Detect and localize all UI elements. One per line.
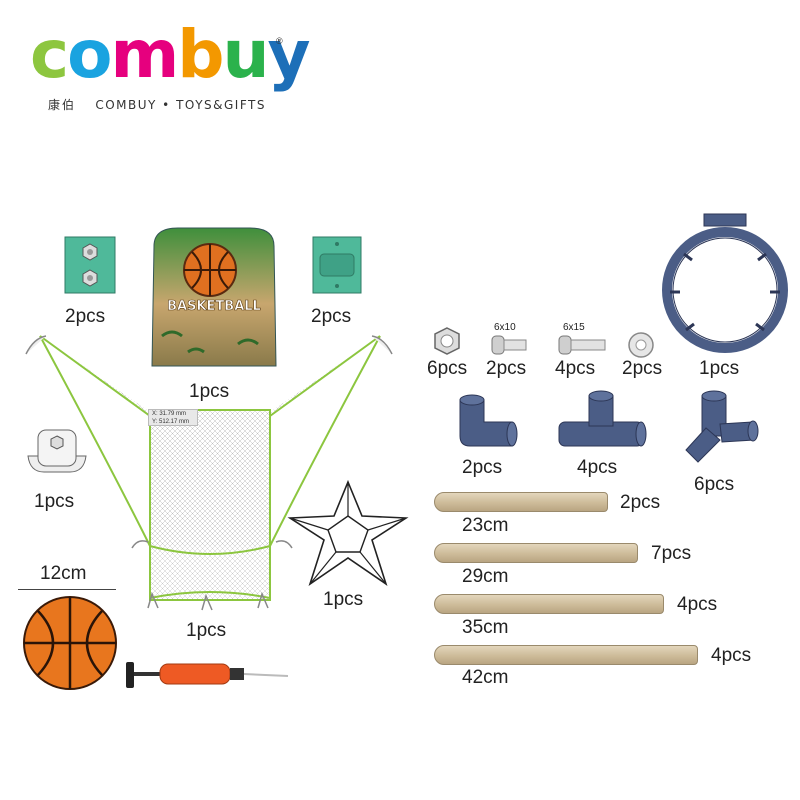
backboard-title: BASKETBALL — [167, 299, 261, 314]
bracket-right-qty: 2pcs — [311, 306, 352, 327]
hoop-qty: 1pcs — [699, 358, 740, 379]
rod-qty: 4pcs — [677, 594, 718, 615]
logo-letter-m: m — [110, 16, 179, 93]
star-net-qty: 1pcs — [323, 589, 364, 610]
rod-length: 42cm — [462, 667, 509, 688]
hex-nut-image — [434, 327, 460, 355]
net-clip-image — [27, 429, 87, 473]
screw1-size: 6x10 — [494, 322, 516, 333]
logo-letter-c: c — [30, 16, 69, 93]
rod-42cm — [434, 645, 698, 665]
rod-length: 29cm — [462, 566, 509, 587]
combuy-logo: combuy — [30, 22, 311, 88]
tee-connector-image — [558, 390, 647, 447]
net-coord-y: Y: 512.17 mm — [152, 419, 190, 425]
basketball-image — [23, 596, 117, 690]
net-coord-x: X: 31.79 mm — [152, 411, 187, 417]
backboard-image: BASKETBALL — [151, 227, 277, 367]
rod-23cm — [434, 492, 608, 512]
logo-letter-b: b — [177, 16, 224, 93]
backboard-qty: 1pcs — [189, 381, 230, 402]
wye-qty: 6pcs — [694, 474, 735, 495]
registered-mark: ® — [276, 36, 283, 46]
logo-chinese-name: 康伯 — [48, 98, 77, 112]
tee-qty: 4pcs — [577, 457, 618, 478]
bracket-left-qty: 2pcs — [65, 306, 106, 327]
rod-qty: 7pcs — [651, 543, 692, 564]
rod-35cm — [434, 594, 664, 614]
net-coordinate-tooltip: X: 31.79 mm Y: 512.17 mm — [148, 409, 198, 426]
rod-qty: 4pcs — [711, 645, 752, 666]
logo-letter-u: u — [222, 16, 270, 93]
logo-tagline: COMBUY • TOYS&GIFTS — [95, 98, 266, 112]
rim-bracket-image — [312, 236, 362, 294]
screw2-size: 6x15 — [563, 322, 585, 333]
logo-tagline-row: 康伯 COMBUY • TOYS&GIFTS — [48, 96, 266, 113]
rod-length: 35cm — [462, 617, 509, 638]
washer-qty: 2pcs — [622, 358, 663, 379]
pump-image — [126, 662, 289, 688]
screw-long-image — [558, 335, 606, 355]
nut-bracket-image — [64, 236, 116, 294]
logo-letter-o: o — [67, 16, 112, 93]
net-qty: 1pcs — [186, 620, 227, 641]
rod-qty: 2pcs — [620, 492, 661, 513]
clip-qty: 1pcs — [34, 491, 75, 512]
star-net-image — [287, 479, 409, 586]
rod-length: 23cm — [462, 515, 509, 536]
elbow-connector-image — [459, 394, 518, 447]
washer-image — [628, 332, 654, 358]
rod-29cm — [434, 543, 638, 563]
ball-size-label: 12cm — [40, 563, 87, 584]
ball-size-line — [18, 589, 116, 590]
net-image — [25, 335, 393, 611]
screw1-qty: 2pcs — [486, 358, 527, 379]
screw-short-image — [491, 335, 527, 355]
screw2-qty: 4pcs — [555, 358, 596, 379]
nut-qty: 6pcs — [427, 358, 468, 379]
logo-letter-y: y — [267, 16, 311, 93]
wye-connector-image — [685, 390, 759, 463]
elbow-qty: 2pcs — [462, 457, 503, 478]
basketball-hoop-image — [662, 213, 788, 353]
